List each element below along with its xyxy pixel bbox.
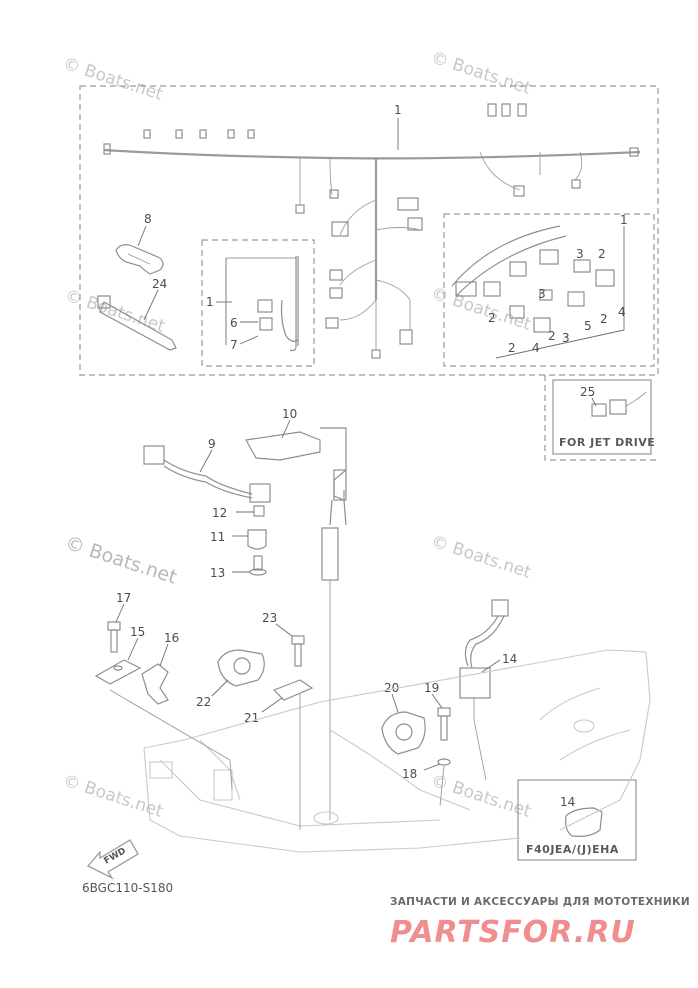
leader-line — [495, 329, 625, 359]
callout-14: 14 — [502, 652, 517, 666]
jet-drive-box — [544, 375, 658, 461]
callout-15: 15 — [130, 625, 145, 639]
harness-assembly-box — [79, 85, 659, 376]
part-20-holder — [381, 711, 426, 755]
part-15-plate — [94, 659, 142, 685]
leader-line — [431, 693, 443, 709]
part-8-clamp — [115, 244, 164, 275]
sensor-subassembly-box — [201, 239, 315, 367]
leader-line — [261, 697, 283, 713]
part-19-bolt — [437, 707, 451, 741]
leader-line — [275, 623, 293, 637]
watermark: © Boats.net — [428, 532, 533, 583]
watermark: © Boats.net — [62, 532, 179, 589]
callout-7: 7 — [230, 338, 238, 352]
watermark: © Boats.net — [60, 54, 165, 105]
callout-3: 3 — [538, 287, 546, 301]
callout-1: 1 — [620, 213, 628, 227]
part-16-clamp — [141, 663, 169, 705]
connector-subassembly-box — [443, 213, 655, 367]
part-25-connector — [591, 391, 647, 417]
leader-line — [391, 693, 399, 713]
callout-5: 5 — [584, 319, 592, 333]
callout-21: 21 — [244, 711, 259, 725]
forward-arrow-icon: FWD — [86, 839, 139, 880]
engine-pan-outline — [109, 649, 651, 853]
callout-2: 2 — [600, 312, 608, 326]
callout-24: 24 — [152, 277, 167, 291]
shop-tagline: ЗАПЧАСТИ И АКСЕССУАРЫ ДЛЯ МОТОТЕХНИКИ — [390, 896, 690, 908]
callout-8: 8 — [144, 212, 152, 226]
callout-6: 6 — [230, 316, 238, 330]
jet-drive-inner-box — [552, 379, 652, 455]
leader-line — [159, 643, 169, 667]
diagram-code: 6BGC110-S180 — [82, 881, 173, 895]
callout-2: 2 — [548, 329, 556, 343]
jet-drive-caption: FOR JET DRIVE — [559, 436, 655, 449]
part-9-sensor-lead — [143, 445, 271, 503]
part-12-grommet — [253, 505, 265, 517]
callout-20: 20 — [384, 681, 399, 695]
callout-19: 19 — [424, 681, 439, 695]
callout-12: 12 — [212, 506, 227, 520]
callout-13: 13 — [210, 566, 225, 580]
callout-2: 2 — [598, 247, 606, 261]
part-10-bracket — [245, 427, 347, 820]
leader-line — [239, 335, 259, 345]
callout-9: 9 — [208, 437, 216, 451]
callout-2: 2 — [508, 341, 516, 355]
main-wire-harness — [103, 103, 641, 359]
callout-17: 17 — [116, 591, 131, 605]
callout-1: 1 — [394, 103, 402, 117]
callout-4: 4 — [618, 305, 626, 319]
part-14-cap — [565, 807, 603, 837]
connector-assembly — [451, 225, 615, 333]
part-18-washer — [437, 758, 451, 766]
part-23-bolt — [291, 635, 305, 667]
model-caption: F40JEA/(J)EHA — [526, 843, 619, 856]
callout-23: 23 — [262, 611, 277, 625]
part-21-plate — [272, 679, 314, 701]
part-11-holder — [247, 529, 267, 550]
callout-14: 14 — [560, 795, 575, 809]
leader-line — [115, 603, 125, 623]
callout-25: 25 — [580, 385, 595, 399]
part-14-switch-lead — [459, 599, 509, 720]
leader-line — [143, 289, 159, 321]
callout-2: 2 — [488, 311, 496, 325]
part-24-cable-tie — [97, 295, 177, 351]
callout-11: 11 — [210, 530, 225, 544]
leader-line — [199, 449, 213, 473]
leader-line — [127, 637, 139, 661]
leader-line — [481, 659, 501, 673]
part-17-bolt — [107, 621, 121, 653]
callout-10: 10 — [282, 407, 297, 421]
watermark: © Boats.net — [428, 48, 533, 99]
leader-line — [281, 419, 291, 439]
part-22-holder — [217, 649, 265, 687]
callout-3: 3 — [562, 331, 570, 345]
callout-4: 4 — [532, 341, 540, 355]
leader-line — [423, 763, 441, 771]
callout-16: 16 — [164, 631, 179, 645]
shop-brand-logo: PARTSFOR.RU — [390, 915, 636, 950]
callout-1: 1 — [206, 295, 214, 309]
watermark-layer: © Boats.net © Boats.net © Boats.net © Bo… — [60, 48, 533, 822]
part-13-bolt — [249, 555, 267, 576]
callout-18: 18 — [402, 767, 417, 781]
callout-3: 3 — [576, 247, 584, 261]
callout-22: 22 — [196, 695, 211, 709]
leader-line — [591, 397, 597, 407]
model-inset-box — [517, 779, 637, 861]
leader-line — [137, 225, 147, 247]
sensor-assembly — [226, 256, 299, 352]
leader-line — [211, 679, 229, 697]
